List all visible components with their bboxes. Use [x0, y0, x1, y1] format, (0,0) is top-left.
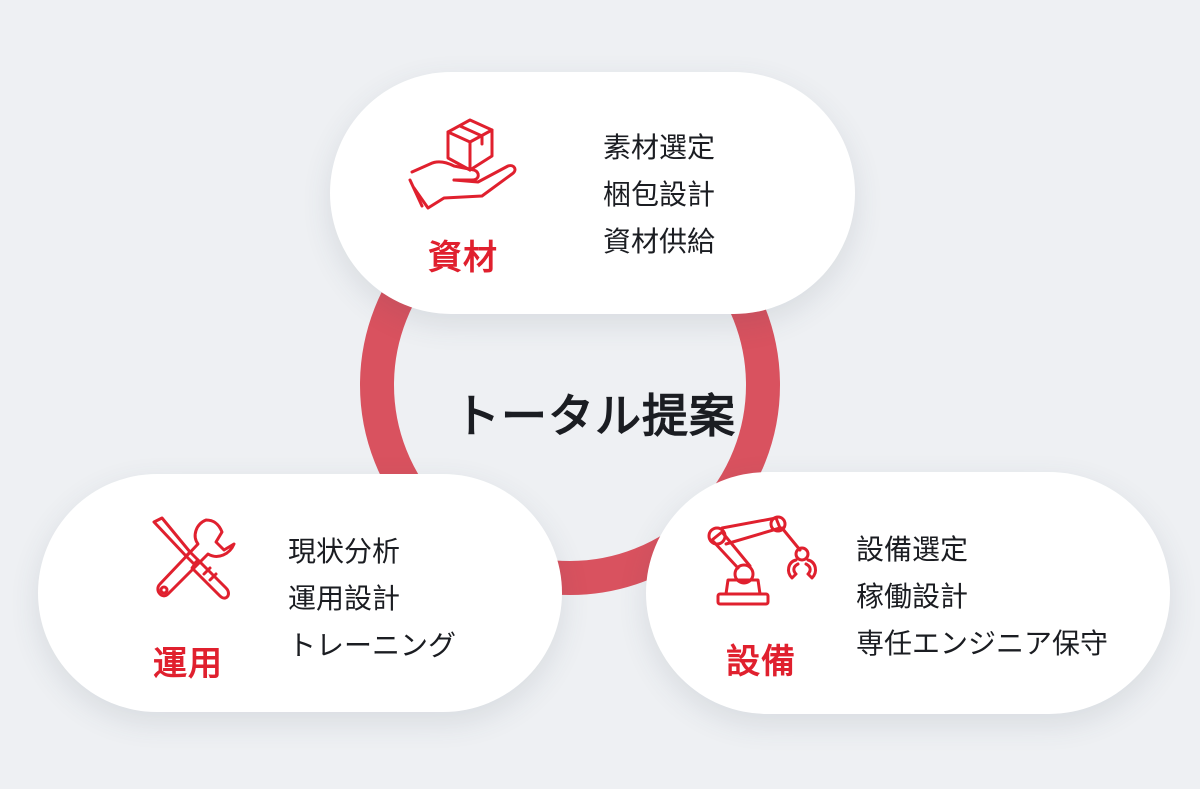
equipment-label: 設備 — [726, 642, 796, 682]
equipment-list: 設備選定 稼働設計 専任エンジニア保守 — [856, 526, 1108, 667]
list-item: 稼働設計 — [856, 580, 969, 613]
center-title: トータル提案 — [454, 389, 736, 443]
materials-card: 資材 素材選定 梱包設計 資材供給 — [330, 72, 855, 314]
list-item: 資材供給 — [603, 225, 716, 258]
wrench-screwdriver-icon — [146, 512, 242, 608]
list-item: 運用設計 — [288, 582, 401, 615]
list-item: 素材選定 — [603, 131, 716, 164]
list-item: 現状分析 — [288, 535, 401, 568]
list-item: トレーニング — [288, 629, 457, 662]
equipment-card: 設備 設備選定 稼働設計 専任エンジニア保守 — [646, 472, 1170, 714]
operation-label: 運用 — [153, 644, 223, 684]
list-item: 梱包設計 — [603, 178, 716, 211]
operation-card: 運用 現状分析 運用設計 トレーニング — [38, 474, 562, 712]
list-item: 設備選定 — [856, 533, 969, 566]
robot-arm-icon — [704, 514, 828, 610]
list-item: 専任エンジニア保守 — [856, 627, 1109, 660]
materials-list: 素材選定 梱包設計 資材供給 — [603, 124, 715, 265]
materials-label: 資材 — [428, 238, 498, 278]
box-on-hand-icon — [408, 114, 528, 214]
operation-list: 現状分析 運用設計 トレーニング — [288, 528, 456, 669]
